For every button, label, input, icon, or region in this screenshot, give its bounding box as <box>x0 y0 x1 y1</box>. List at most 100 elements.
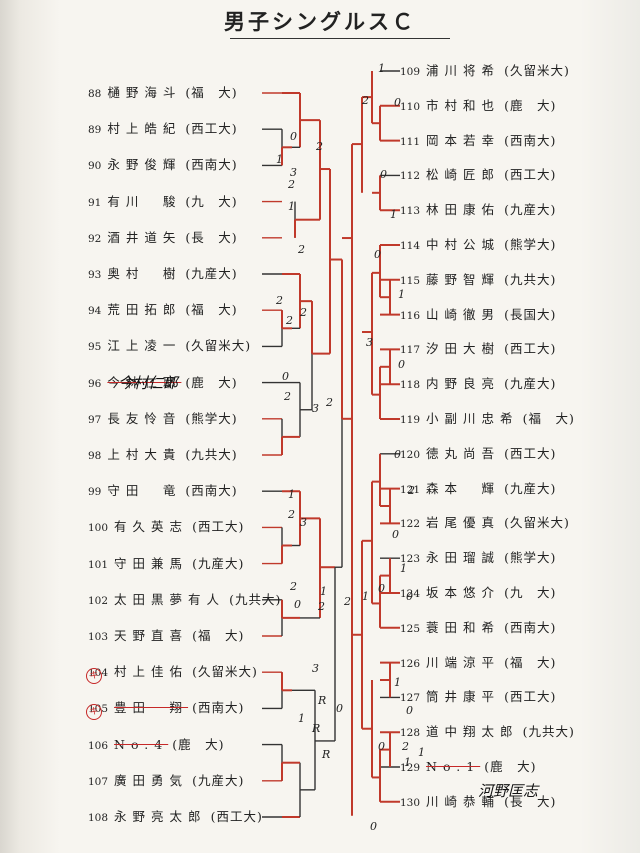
score-mark: 0 <box>378 740 385 753</box>
player-school: (久留米大) <box>192 664 258 680</box>
player-school: (福 大) <box>185 302 238 318</box>
player-seed: 108 <box>88 812 109 824</box>
player-name: 江上凌一 <box>107 338 182 354</box>
player-seed: 88 <box>88 88 102 100</box>
player-school: (福 大) <box>192 628 245 643</box>
player-seed: 112 <box>400 170 421 183</box>
player-seed: 98 <box>88 450 102 462</box>
player-school: (九共大) <box>504 271 557 287</box>
player-name: 川端涼平 <box>426 654 501 670</box>
player-school: (久留米大) <box>504 63 570 78</box>
player-name: 奥村 樹 <box>107 266 182 281</box>
player-school: (九共大) <box>522 724 575 740</box>
player-name: 樋野海斗 <box>107 85 182 100</box>
player-name: No.1 <box>426 759 481 774</box>
player-school: (西工大) <box>210 809 263 824</box>
score-mark: 1 <box>404 756 411 769</box>
player-school: (西工大) <box>504 445 557 461</box>
score-mark: 1 <box>320 585 327 598</box>
player-row: 115 藤野智輝(九共大) <box>400 269 556 291</box>
score-mark: 1 <box>390 208 397 221</box>
player-row: 128 道中翔太郎(九共大) <box>400 721 575 743</box>
player-school: (長 大) <box>185 229 238 245</box>
score-mark: 2 <box>408 484 415 497</box>
player-seed: 109 <box>400 66 421 78</box>
player-name: 小副川忠希 <box>426 411 519 426</box>
player-name: 山崎徹男 <box>426 306 501 322</box>
player-name: 筒井康平 <box>426 689 501 705</box>
player-name: 村上皓紀 <box>107 121 182 137</box>
player-name: 酒井道矢 <box>107 229 182 245</box>
player-school: (長国大) <box>504 306 557 322</box>
player-seed: 119 <box>400 414 421 426</box>
player-seed: 93 <box>88 269 102 281</box>
player-school: (福 大) <box>504 654 557 670</box>
player-seed: 94 <box>88 305 102 318</box>
player-school: (鹿 大) <box>172 736 225 752</box>
player-school: (九共大) <box>185 447 238 462</box>
player-school: (福 大) <box>522 411 575 426</box>
player-name: 藤野智輝 <box>426 271 501 287</box>
player-seed: 114 <box>400 240 421 252</box>
player-name: 天野直喜 <box>114 628 189 643</box>
player-name: 徳丸尚吾 <box>426 445 501 461</box>
title-underline <box>230 38 450 39</box>
score-mark: 1 <box>288 200 295 213</box>
player-name: 守田兼馬 <box>114 555 189 571</box>
score-mark: 2 <box>298 243 305 256</box>
score-mark: R <box>322 748 331 761</box>
player-seed: 128 <box>400 727 421 740</box>
player-seed: 90 <box>88 160 102 173</box>
score-mark: 0 <box>406 704 413 717</box>
player-seed: 118 <box>400 379 421 392</box>
score-mark: 0 <box>294 598 301 611</box>
score-mark: 0 <box>370 820 377 833</box>
player-school: (九 大) <box>185 193 238 209</box>
player-seed: 115 <box>400 274 421 287</box>
score-mark: 2 <box>318 600 325 613</box>
score-mark: 0 <box>374 248 381 261</box>
player-name: 守田 竜 <box>107 483 182 499</box>
score-mark: 2 <box>402 740 409 753</box>
player-name: 永野俊輝 <box>107 157 182 173</box>
player-name: 道中翔太郎 <box>426 724 519 740</box>
player-seed: 96 <box>88 377 102 390</box>
player-seed: 117 <box>400 344 421 357</box>
player-seed: 111 <box>400 135 421 148</box>
player-school: (鹿 大) <box>185 374 238 390</box>
score-mark: 2 <box>362 94 369 107</box>
player-school: (鹿 大) <box>504 97 557 113</box>
player-name: 森本 輝 <box>426 480 501 496</box>
player-name: 蓑田和希 <box>426 619 501 635</box>
player-school: (九産大) <box>192 555 245 571</box>
player-name: 有川 駿 <box>107 193 182 209</box>
player-school: (西工大) <box>504 689 557 705</box>
player-school: (西南大) <box>504 619 557 635</box>
player-seed: 129 <box>400 762 421 774</box>
player-name: 豊田 翔 <box>114 700 189 716</box>
score-mark: 3 <box>366 336 373 349</box>
player-name: 村上佳佑 <box>114 664 189 680</box>
score-mark: 2 <box>290 580 297 593</box>
player-name: 永野亮太郎 <box>114 809 207 824</box>
player-name: 汐田大樹 <box>426 341 501 357</box>
player-school: (西南大) <box>504 132 557 148</box>
player-school: (九産大) <box>192 772 245 788</box>
player-seed: 100 <box>88 522 109 535</box>
